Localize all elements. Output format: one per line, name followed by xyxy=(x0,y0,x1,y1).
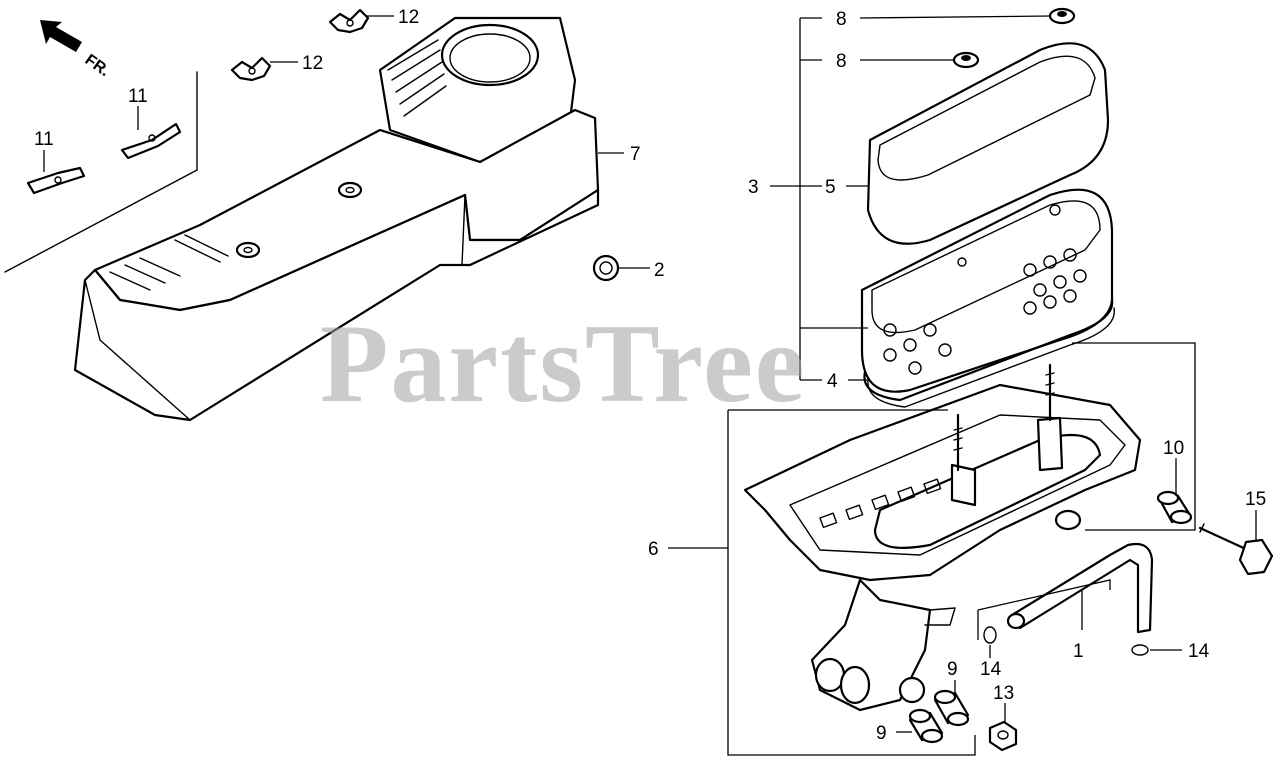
part-8-washer-b xyxy=(952,51,980,69)
paper-element-holes xyxy=(883,248,1087,375)
callout-6: 6 xyxy=(648,539,659,560)
part-8-washer-a xyxy=(1048,7,1076,25)
part-11-clip-a xyxy=(26,166,86,195)
part-10-collar xyxy=(1156,490,1193,525)
part-11-clip-b xyxy=(120,122,182,160)
part-7-air-cleaner-cover xyxy=(73,16,600,422)
left-parts-frame xyxy=(4,71,198,273)
part-4-gasket xyxy=(863,298,1115,408)
callout-12a: 12 xyxy=(398,7,419,28)
callout-11b: 11 xyxy=(34,129,54,150)
part-9-collar-b xyxy=(908,708,944,744)
part-1-breather-tube xyxy=(1006,542,1154,634)
callout-7: 7 xyxy=(630,144,641,165)
part-12-wing-nut-a xyxy=(328,8,370,34)
part-6-group-frame xyxy=(727,342,1196,756)
front-direction-arrow-icon: FR. xyxy=(40,20,113,80)
callout-2: 2 xyxy=(654,260,665,281)
leader-lines xyxy=(43,15,1257,733)
callout-8b: 8 xyxy=(836,51,847,72)
callout-8a: 8 xyxy=(836,9,847,30)
callout-15: 15 xyxy=(1245,489,1266,510)
part-6-air-cleaner-base xyxy=(743,363,1142,712)
part-15-bolt xyxy=(1198,523,1274,576)
callout-14b: 14 xyxy=(1188,641,1210,662)
part-14-clip-b xyxy=(1131,644,1149,656)
callout-13: 13 xyxy=(993,683,1014,704)
callout-4: 4 xyxy=(827,371,838,392)
callout-9a: 9 xyxy=(947,659,958,680)
callout-labels: 1 2 3 4 5 6 7 8 8 9 9 10 11 11 12 12 13 … xyxy=(34,7,1266,744)
callout-12b: 12 xyxy=(302,53,323,74)
part-14-clip-a xyxy=(983,626,997,644)
callout-11a: 11 xyxy=(128,86,148,107)
callout-14a: 14 xyxy=(980,659,1002,680)
part-9-collar-a xyxy=(933,689,970,727)
callout-9b: 9 xyxy=(876,723,887,744)
callout-10: 10 xyxy=(1163,438,1184,459)
part-5-foam-element xyxy=(866,42,1110,245)
part-12-wing-nut-b xyxy=(230,56,272,82)
callout-1: 1 xyxy=(1073,641,1084,662)
part-13-nut xyxy=(988,720,1018,752)
callout-5: 5 xyxy=(825,177,836,198)
part-3-group-bracket xyxy=(799,17,868,381)
part-2-grommet xyxy=(592,254,620,282)
direction-label: FR. xyxy=(82,51,113,80)
callout-3: 3 xyxy=(748,177,759,198)
